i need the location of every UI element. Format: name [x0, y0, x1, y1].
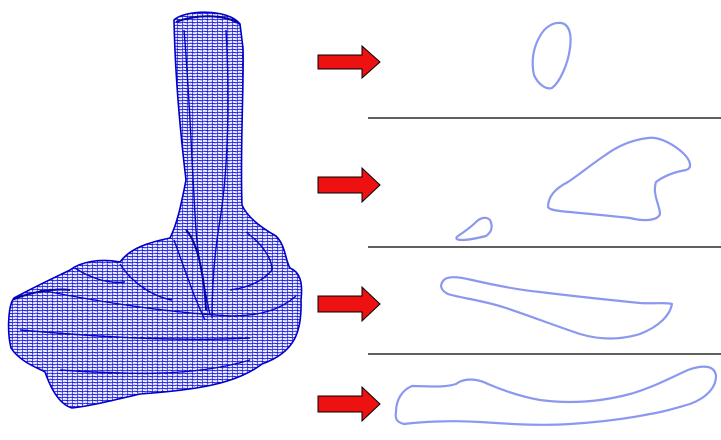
right-arrow-icon [318, 46, 380, 78]
slice-contours [396, 23, 716, 425]
right-arrow-icon [318, 168, 380, 202]
slice-3-contour [441, 277, 672, 338]
slice-2-contour [548, 138, 690, 220]
arrows [318, 46, 380, 421]
slice-1-contour [533, 23, 571, 89]
slice-dividers [368, 118, 721, 354]
wireframe-model [0, 0, 310, 420]
slice-2-small-contour [456, 218, 491, 240]
right-arrow-icon [318, 387, 380, 421]
slice-4-contour [396, 367, 716, 425]
right-arrow-icon [318, 287, 380, 321]
